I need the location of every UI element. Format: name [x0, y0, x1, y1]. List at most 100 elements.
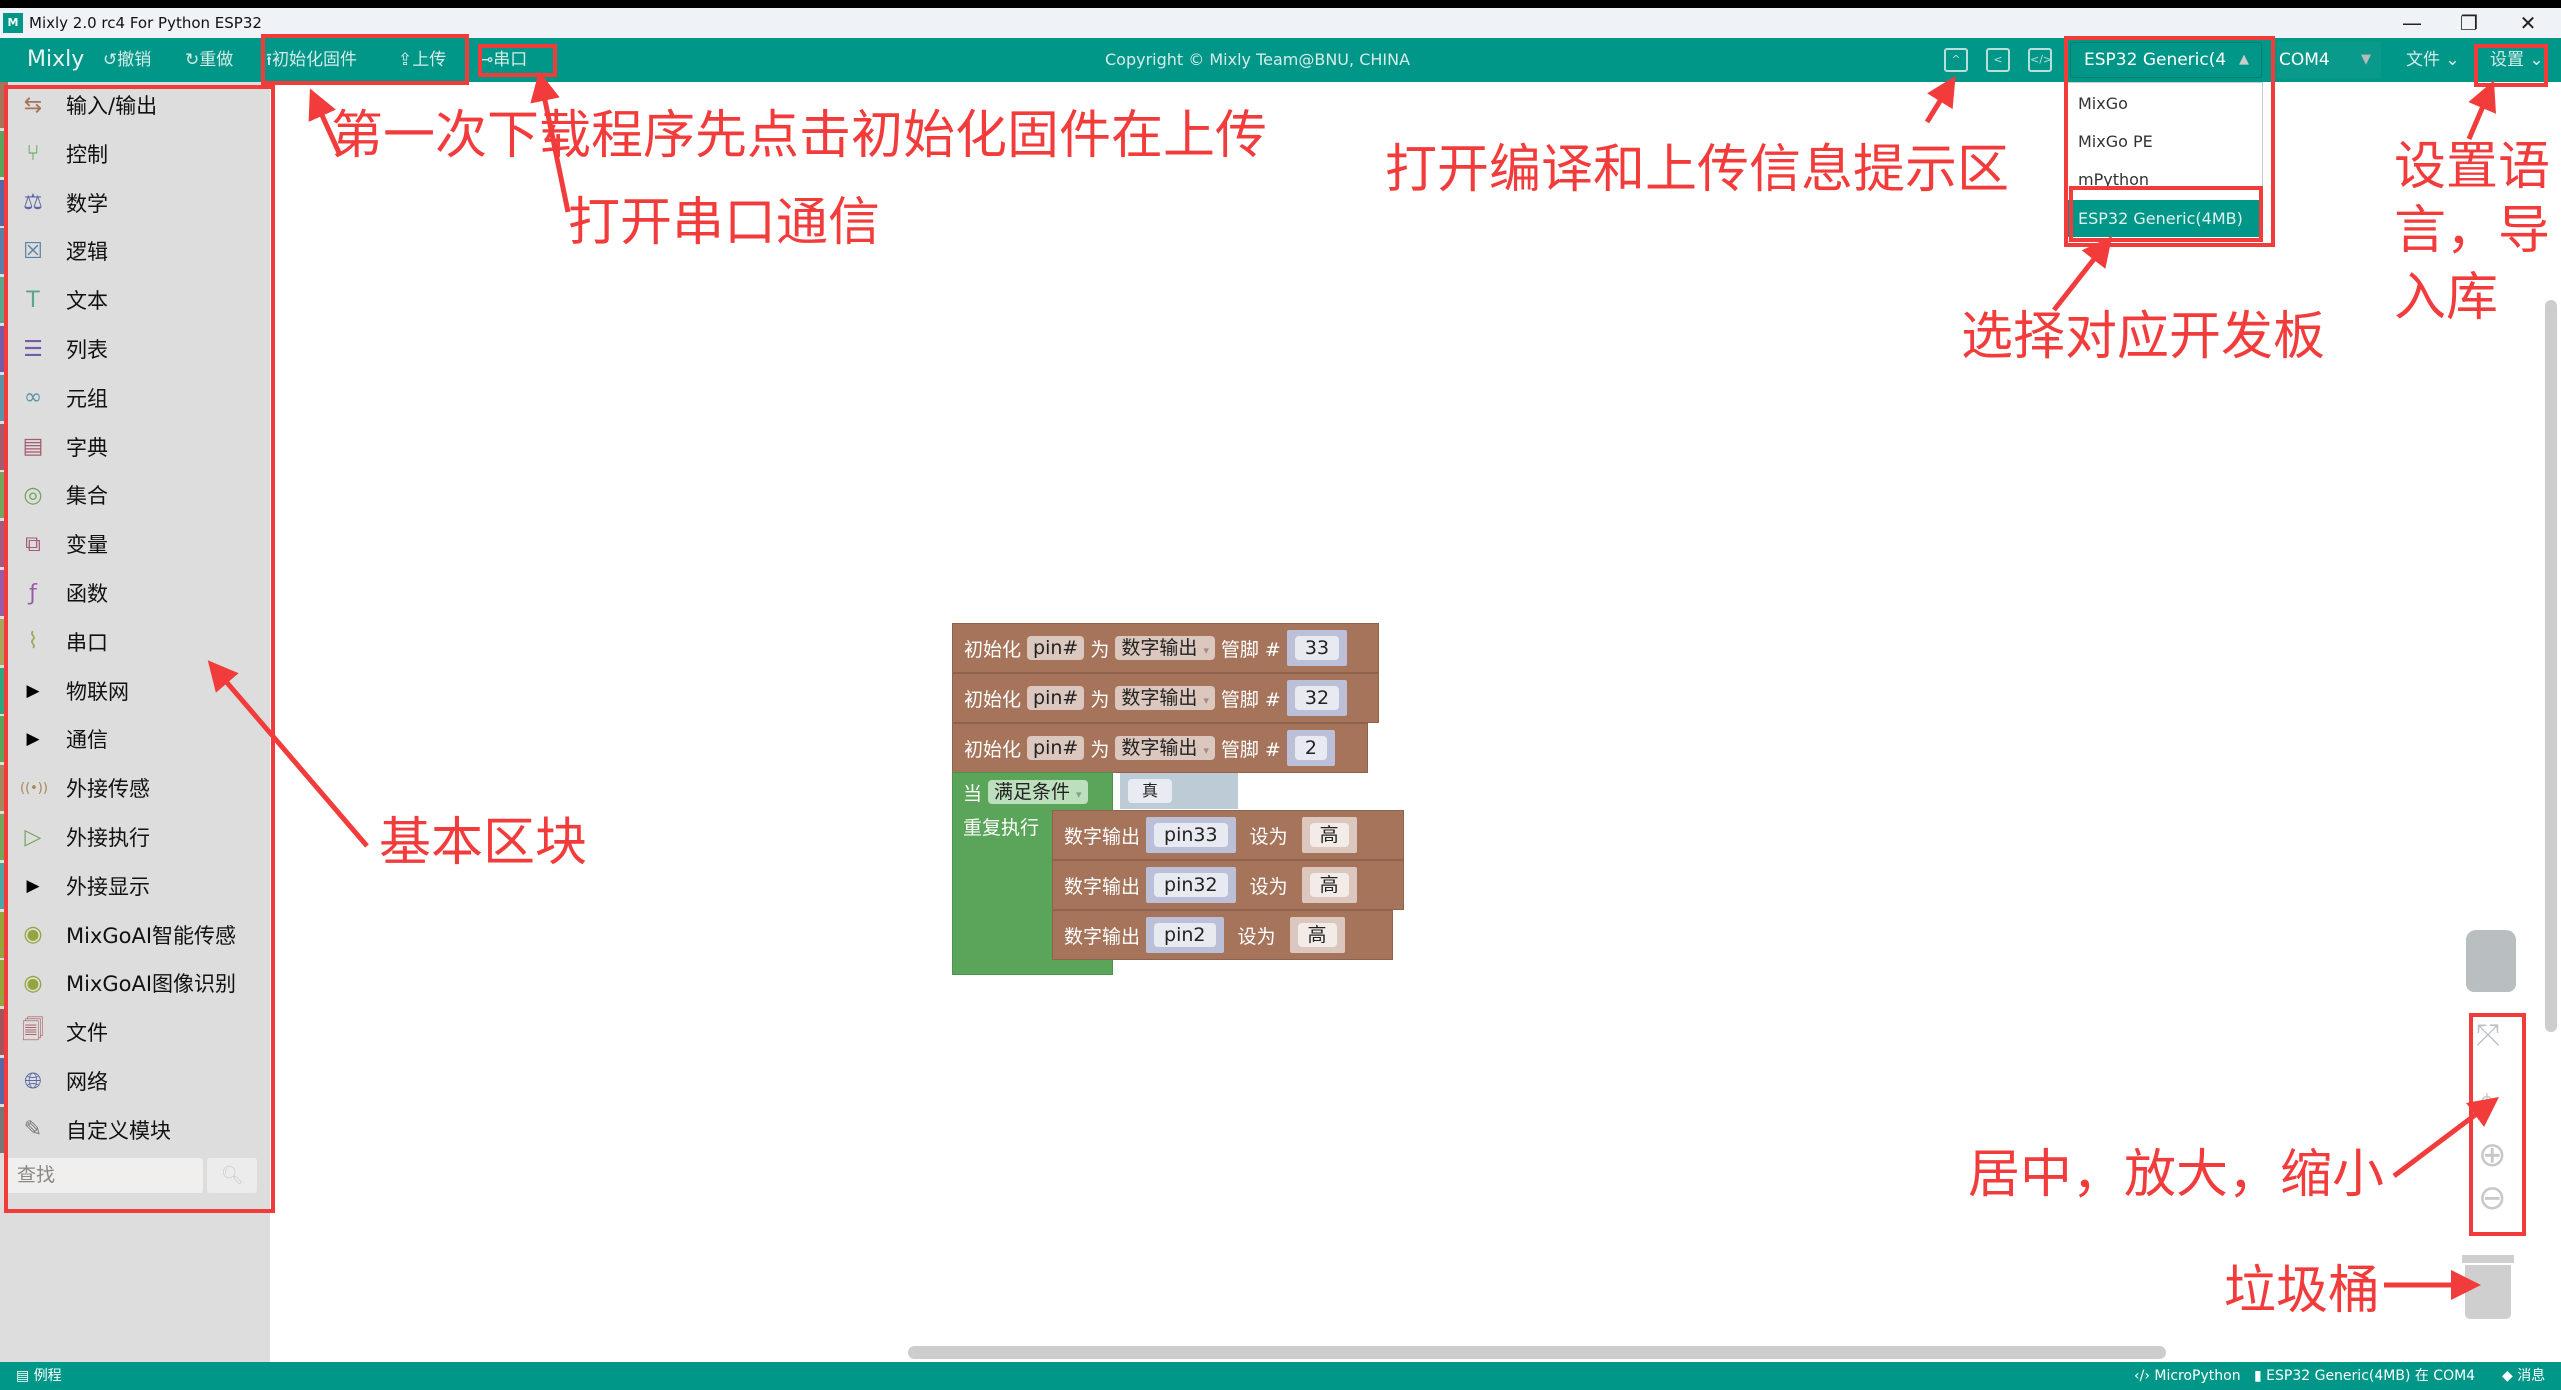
restore-button[interactable]: ❐ — [2460, 11, 2478, 35]
level-input[interactable]: 高 — [1301, 817, 1357, 853]
boolean-value-block[interactable]: 真 — [1120, 773, 1238, 809]
close-button[interactable]: ✕ — [2519, 11, 2537, 35]
logic-icon: ☒ — [23, 238, 43, 264]
toggle-code-button[interactable]: </> — [2028, 38, 2052, 82]
board-select-value: ESP32 Generic(4 — [2084, 50, 2227, 70]
sidebar-item-label: 逻辑 — [66, 240, 108, 265]
file-menu[interactable]: 文件 ⌄ — [2406, 38, 2460, 82]
fullscreen-icon[interactable]: ⤧ — [2476, 1018, 2500, 1053]
actuator-icon: ▷ — [24, 824, 42, 850]
port-select[interactable]: COM4▼ — [2277, 42, 2381, 78]
pin-value[interactable]: pin32 — [1154, 873, 1228, 897]
var-field[interactable]: pin# — [1027, 736, 1085, 760]
toggle-info-panel-button[interactable]: ^ — [1944, 38, 1968, 82]
board-option-selected[interactable]: ESP32 Generic(4MB) — [2068, 200, 2262, 237]
level-input[interactable]: 高 — [1289, 917, 1345, 953]
annotation-basic-blocks: 基本区块 — [379, 813, 588, 873]
document-icon: ▤ — [16, 1368, 34, 1384]
pin-input[interactable]: pin2 — [1146, 917, 1224, 953]
block-keyword: 初始化 — [964, 738, 1022, 761]
pin-value[interactable]: 33 — [1294, 636, 1340, 660]
plug-icon: ⊸ — [479, 50, 494, 70]
init-firmware-button[interactable]: ⭱初始化固件 — [266, 38, 357, 82]
undo-label: 撤销 — [117, 50, 152, 70]
sidebar-item-label: MixGoAI智能传感 — [66, 923, 237, 948]
mode-value: 数字输出 — [1121, 687, 1198, 709]
sidebar-item-label: 变量 — [66, 533, 108, 558]
pin-value[interactable]: 2 — [1294, 736, 1327, 760]
level-value[interactable]: 高 — [1309, 823, 1349, 847]
top-strip — [0, 0, 2561, 8]
level-value[interactable]: 高 — [1309, 873, 1349, 897]
var-field[interactable]: pin# — [1027, 686, 1085, 710]
serial-button[interactable]: ⊸串口 — [479, 38, 527, 82]
pin-input[interactable]: pin32 — [1146, 867, 1236, 903]
board-option[interactable]: mPython — [2078, 170, 2150, 189]
annotation-box-serial — [478, 44, 557, 77]
level-input[interactable]: 高 — [1301, 867, 1357, 903]
zoom-in-icon[interactable]: ⊕ — [2478, 1135, 2507, 1175]
annotation-settings-line: 言，导 — [2394, 201, 2551, 261]
pin-value[interactable]: pin2 — [1154, 923, 1216, 947]
upload-button[interactable]: ⇪上传 — [398, 38, 446, 82]
block-keyword: 设为 — [1237, 925, 1276, 948]
mode-dropdown[interactable]: 数字输出▾ — [1115, 636, 1215, 660]
search-input[interactable]: 查找 — [5, 1158, 203, 1193]
var-field[interactable]: pin# — [1027, 636, 1085, 660]
undo-button[interactable]: ↺撤销 — [103, 38, 151, 82]
pin-input[interactable]: pin33 — [1146, 817, 1236, 853]
sidebar-item-label: 函数 — [66, 582, 108, 606]
toggle-sidebar-button[interactable]: < — [1986, 38, 2010, 82]
sidebar-item-label: 外接传感 — [66, 777, 150, 802]
examples-button[interactable]: ▤ 例程 — [16, 1362, 62, 1390]
annotation-box-board-option — [2069, 186, 2263, 242]
annotation-zoom: 居中，放大，缩小 — [1968, 1145, 2385, 1205]
backpack-icon[interactable] — [2466, 930, 2516, 992]
pin-input[interactable]: 32 — [1286, 680, 1348, 716]
app-logo-icon: M — [3, 13, 23, 33]
level-value[interactable]: 高 — [1297, 923, 1337, 947]
variable-icon: ⧉ — [25, 531, 41, 557]
window-title: Mixly 2.0 rc4 For Python ESP32 — [29, 14, 262, 32]
pin-input[interactable]: 2 — [1286, 730, 1335, 766]
pin-value[interactable]: pin33 — [1154, 823, 1228, 847]
port-select-value: COM4 — [2279, 50, 2330, 70]
annotation-box-board — [2064, 36, 2275, 247]
horizontal-scrollbar[interactable] — [908, 1346, 2166, 1359]
boolean-value[interactable]: 真 — [1128, 779, 1173, 803]
pin-input[interactable]: 33 — [1286, 630, 1348, 666]
board-select[interactable]: ESP32 Generic(4▲ — [2070, 42, 2262, 78]
search-button[interactable]: 🔍︎ — [207, 1158, 257, 1193]
brand-logo[interactable]: Mixly — [27, 47, 85, 72]
block-keyword: 管脚 # — [1220, 688, 1281, 711]
mode-dropdown[interactable]: 数字输出▾ — [1115, 736, 1215, 760]
sidebar-item-label: 集合 — [66, 484, 108, 509]
block-keyword: 设为 — [1249, 825, 1288, 848]
vertical-scrollbar[interactable] — [2545, 300, 2557, 1032]
pin-value[interactable]: 32 — [1294, 686, 1340, 710]
minimize-button[interactable]: — — [2402, 11, 2422, 35]
init-firmware-label: 初始化固件 — [271, 50, 357, 70]
expand-arrow-icon: ▶ — [26, 729, 40, 750]
redo-button[interactable]: ↻重做 — [185, 38, 233, 82]
messages-button[interactable]: ◆ 消息 — [2502, 1362, 2545, 1390]
text-icon: T — [26, 287, 40, 313]
sidebar-item-label: 列表 — [66, 338, 108, 362]
board-option[interactable]: MixGo — [2078, 94, 2128, 113]
dropdown-arrow-icon: ▾ — [1203, 744, 1209, 757]
search-icon: 🔍︎ — [220, 1165, 244, 1186]
mode-dropdown[interactable]: 数字输出▾ — [1115, 686, 1215, 710]
zoom-out-icon[interactable]: ⊖ — [2478, 1178, 2507, 1218]
settings-menu[interactable]: 设置 ⌄ — [2490, 38, 2544, 82]
dropdown-arrow-icon: ▾ — [1076, 788, 1082, 801]
block-keyword: 为 — [1090, 688, 1110, 711]
board-option[interactable]: MixGo PE — [2078, 132, 2153, 151]
list-icon: ☰ — [23, 336, 43, 362]
condition-dropdown[interactable]: 满足条件▾ — [988, 780, 1088, 804]
